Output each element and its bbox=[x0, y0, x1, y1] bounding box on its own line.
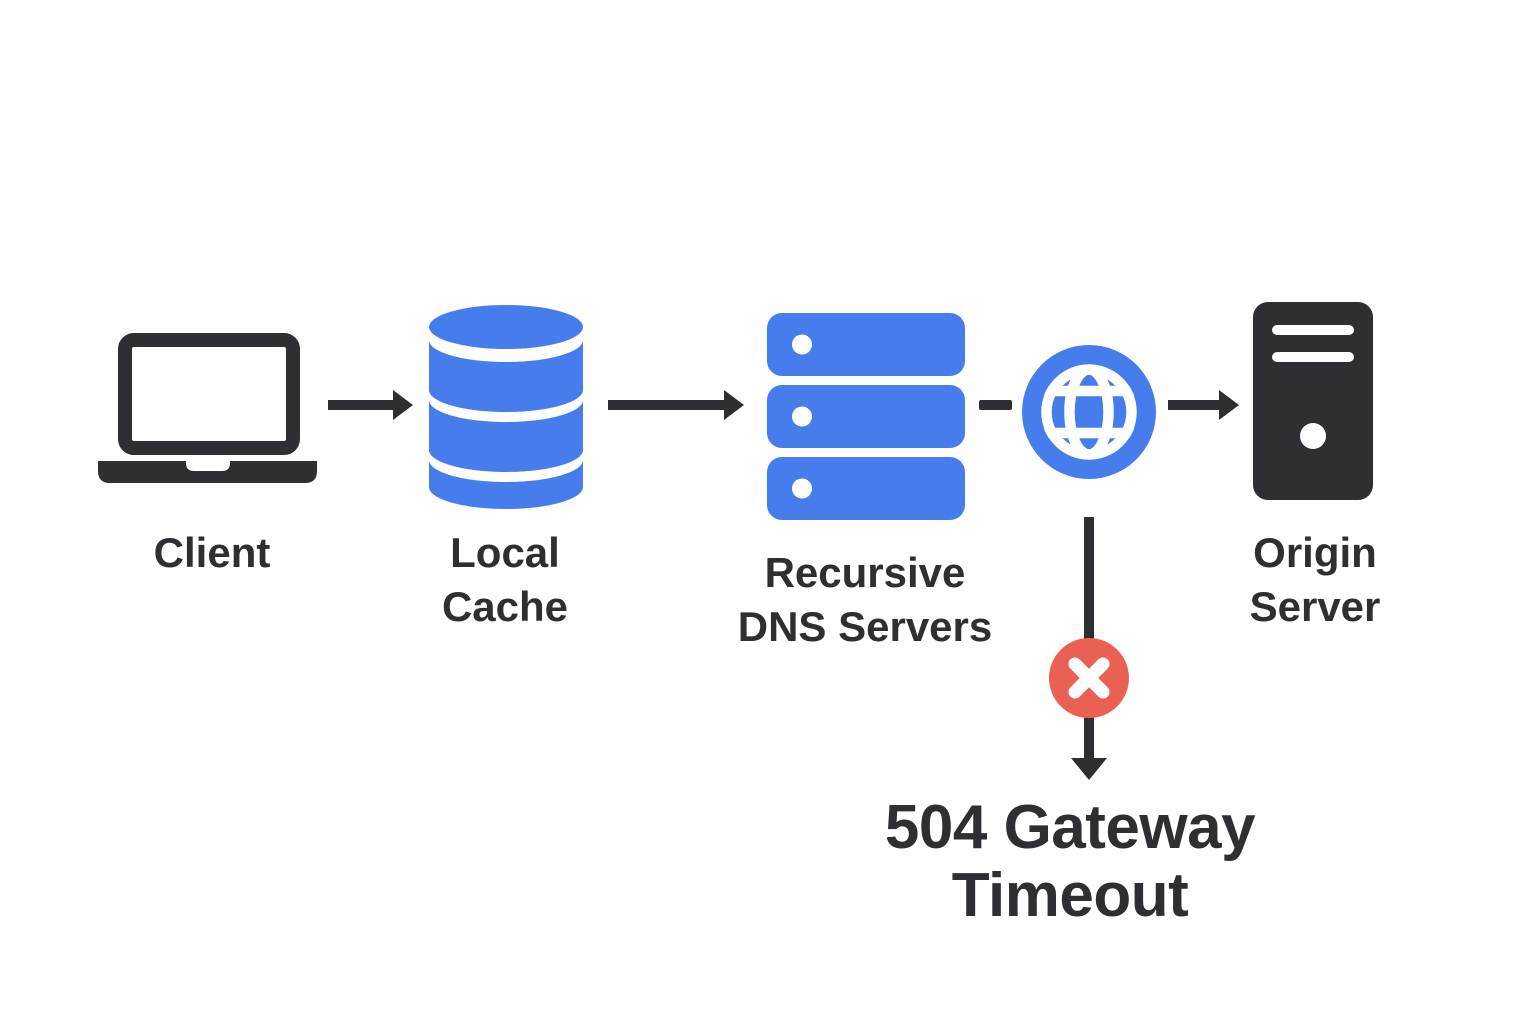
server-led-3 bbox=[792, 478, 812, 499]
tower-power-button bbox=[1300, 423, 1326, 449]
dashed-connector-dns-to-internet bbox=[979, 400, 1012, 410]
server-unit-1 bbox=[767, 313, 965, 376]
node-internet bbox=[1021, 344, 1157, 480]
node-recursive-dns bbox=[767, 313, 965, 520]
x-icon bbox=[1068, 657, 1110, 699]
node-local-cache bbox=[428, 304, 584, 510]
globe-icon bbox=[1022, 345, 1156, 479]
server-unit-3 bbox=[767, 457, 965, 520]
laptop-base bbox=[98, 461, 317, 483]
tower-server-icon bbox=[1253, 302, 1373, 500]
origin-server-label: Origin Server bbox=[1249, 529, 1381, 630]
error-label: 504 Gateway Timeout bbox=[884, 793, 1256, 930]
arrow-cache-to-dns bbox=[608, 390, 744, 420]
server-unit-2 bbox=[767, 385, 965, 448]
arrow-internet-to-origin bbox=[1168, 390, 1239, 420]
globe-gridlines bbox=[1041, 364, 1137, 460]
arrow-client-to-cache bbox=[328, 390, 413, 420]
error-badge bbox=[1049, 638, 1129, 718]
x-circle-icon bbox=[1049, 638, 1129, 718]
node-origin-server bbox=[1253, 302, 1373, 500]
database-band-2 bbox=[429, 400, 583, 472]
database-icon bbox=[429, 305, 583, 509]
client-label: Client bbox=[153, 529, 271, 576]
server-led-1 bbox=[792, 334, 812, 355]
server-led-2 bbox=[792, 406, 812, 427]
tower-vent-2 bbox=[1272, 352, 1354, 362]
database-band-1 bbox=[429, 340, 583, 412]
database-band-3 bbox=[429, 460, 583, 509]
database-lid bbox=[429, 305, 583, 349]
server-stack-icon bbox=[767, 313, 965, 520]
tower-vent-1 bbox=[1272, 325, 1354, 335]
laptop-icon bbox=[98, 333, 317, 483]
tower-body bbox=[1253, 302, 1373, 500]
recursive-dns-label: Recursive DNS Servers bbox=[737, 549, 993, 650]
node-client bbox=[97, 315, 319, 485]
local-cache-label: Local Cache bbox=[441, 529, 569, 630]
laptop-screen bbox=[118, 333, 300, 455]
